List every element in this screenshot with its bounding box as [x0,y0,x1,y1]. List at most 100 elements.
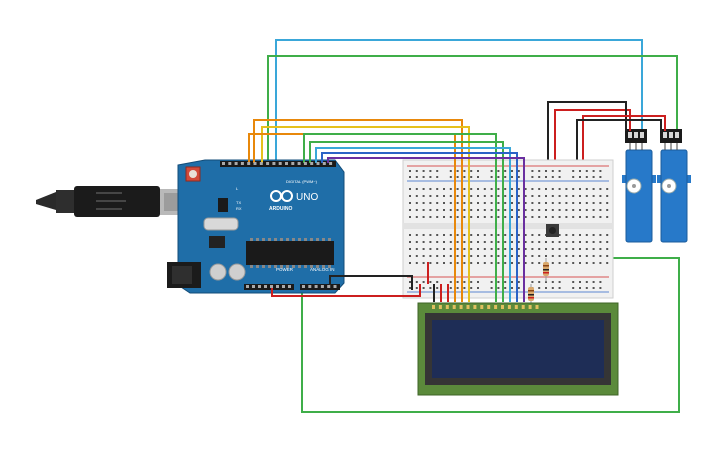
breadboard-hole [497,234,500,236]
breadboard-hole [592,176,595,178]
breadboard-hole [497,176,500,178]
lcd-pin [494,305,498,309]
breadboard-hole [504,209,507,211]
breadboard-hole [579,176,581,178]
breadboard-hole [504,170,507,172]
breadboard-hole [551,255,554,257]
digital-pin [310,162,314,165]
breadboard-hole [524,241,527,243]
breadboard-hole [531,281,534,283]
breadboard-hole [511,188,513,190]
breadboard-hole [572,255,575,257]
breadboard-hole [517,209,520,211]
breadboard-hole [511,170,513,172]
lcd-pin [445,305,449,309]
breadboard-hole [531,262,534,264]
breadboard-hole [443,216,445,218]
breadboard-hole [429,209,432,211]
breadboard-hole [565,216,568,218]
breadboard-hole [538,170,541,172]
lcd-pin [521,305,525,309]
analog-pin [327,285,331,288]
breadboard-hole [565,248,568,250]
breadboard-hole [585,255,588,257]
breadboard-hole [565,195,568,197]
breadboard-hole [422,202,425,204]
lcd-pin [438,305,442,309]
breadboard-hole [558,195,561,197]
breadboard-hole [565,188,568,190]
breadboard-hole [436,248,439,250]
breadboard-hole [463,241,466,243]
breadboard-hole [415,255,418,257]
breadboard-hole [504,281,507,283]
breadboard-hole [524,195,527,197]
breadboard-hole [429,202,432,204]
breadboard-hole [497,287,500,289]
breadboard-hole [592,216,595,218]
breadboard-hole [436,188,439,190]
breadboard-hole [585,195,588,197]
breadboard-hole [483,262,486,264]
breadboard-hole [517,255,520,257]
wire-yellow-1 [261,126,470,302]
breadboard-hole [429,262,432,264]
breadboard-hole [531,209,534,211]
breadboard-hole [490,188,493,190]
breadboard-hole [579,209,581,211]
breadboard-hole [490,241,493,243]
breadboard-hole [504,255,507,257]
breadboard-hole [565,241,568,243]
breadboard-hole [599,234,602,236]
breadboard-hole [477,188,479,190]
breadboard-hole [599,241,602,243]
breadboard-hole [409,281,411,283]
breadboard-hole [524,202,527,204]
power-pin [258,285,261,288]
servo-motor-2 [657,129,691,243]
breadboard-hole [429,241,432,243]
breadboard-hole [456,281,459,283]
lcd-pin [432,305,435,309]
breadboard-hole [517,287,520,289]
arduino-model-text: UNO [296,192,318,203]
breadboard-hole [538,234,541,236]
breadboard-hole [592,170,595,172]
push-button[interactable] [546,224,559,237]
breadboard-hole [490,281,493,283]
breadboard-hole [409,255,411,257]
breadboard-hole [558,262,561,264]
breadboard-hole [422,248,425,250]
breadboard-hole [415,216,418,218]
breadboard-hole [456,195,459,197]
breadboard-hole [477,262,479,264]
breadboard-hole [531,170,534,172]
breadboard-hole [517,188,520,190]
breadboard-hole [409,234,411,236]
breadboard-hole [585,216,588,218]
wire-black-servo2 [576,119,662,165]
breadboard-hole [517,202,520,204]
wire-green-2 [309,141,504,302]
breadboard-hole [511,202,513,204]
lcd-pin [501,305,504,309]
breadboard-hole [545,209,547,211]
breadboard-hole [545,170,547,172]
breadboard-hole [456,216,459,218]
breadboard-hole [531,216,534,218]
breadboard-hole [422,216,425,218]
breadboard-hole [422,195,425,197]
breadboard-hole [511,248,513,250]
breadboard-hole [517,234,520,236]
breadboard-hole [429,255,432,257]
lcd-display [417,302,619,396]
breadboard-hole [551,209,554,211]
breadboard-hole [592,188,595,190]
breadboard-hole [579,234,581,236]
breadboard-hole [558,248,561,250]
breadboard-hole [449,287,452,289]
breadboard-hole [456,262,459,264]
breadboard-hole [470,287,473,289]
breadboard-hole [422,234,425,236]
breadboard-hole [585,281,588,283]
